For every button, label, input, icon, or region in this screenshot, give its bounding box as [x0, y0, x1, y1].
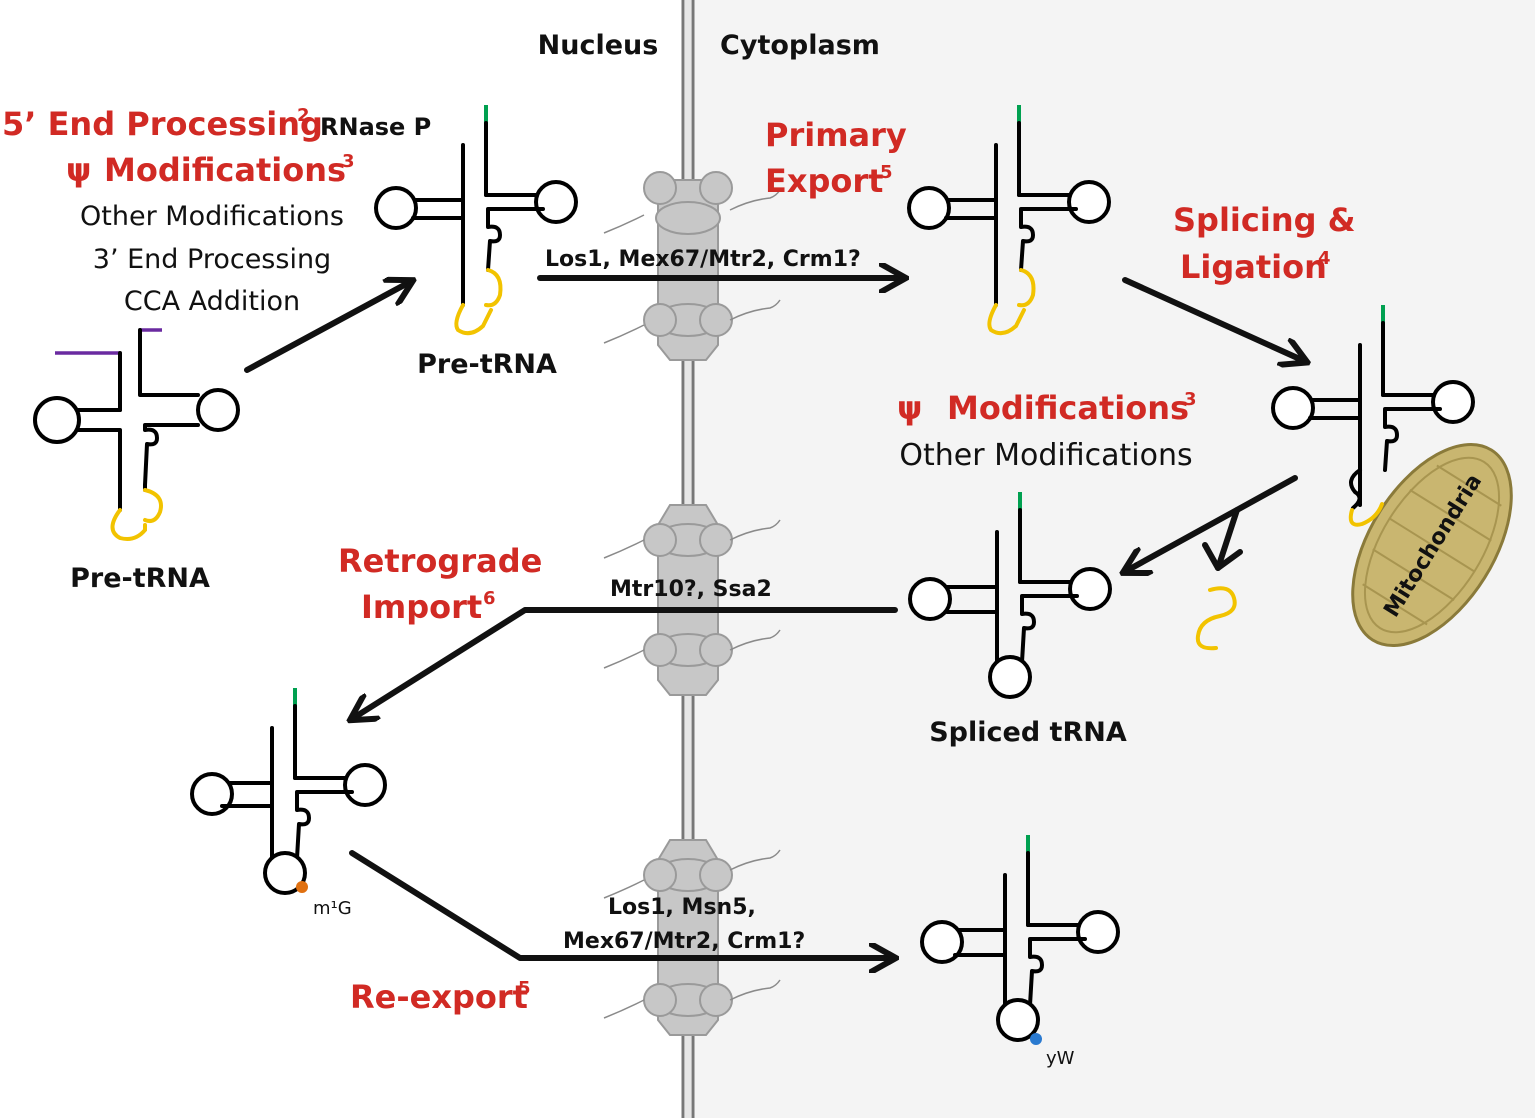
- retrograde-ref: 6: [483, 588, 496, 609]
- processing-arrow: [244, 283, 408, 373]
- to-spliced-arrow: [1128, 475, 1298, 570]
- nuclear-pore-complex-middle: [603, 504, 781, 696]
- end5-ref: 2: [297, 105, 310, 126]
- mitochondria: Mitochondria: [1351, 442, 1513, 648]
- primary-export-ref: 5: [880, 162, 893, 183]
- other-modifications-nuclear: Other Modifications: [80, 201, 344, 232]
- psi-modifications-nuclear: Modifications: [104, 151, 346, 189]
- reexport-factors-line1: Los1, Msn5,: [608, 895, 756, 920]
- splicing-line2: Ligation: [1180, 248, 1327, 286]
- end3-processing-label: 3’ End Processing: [93, 244, 331, 275]
- pre-trna-processed: [374, 105, 578, 336]
- psi-symbol-nuclear: ψ: [66, 151, 91, 189]
- psi-symbol-cyto: ψ: [897, 389, 922, 427]
- m1g-dot: [296, 881, 308, 893]
- nuclear-pore-complex-bottom: [603, 839, 781, 1036]
- nuclear-processing-steps: 5’ End Processing 2 RNase P ψ Modificati…: [2, 105, 431, 317]
- splicing-line1: Splicing &: [1173, 201, 1356, 239]
- m1g-label: m¹G: [313, 898, 352, 919]
- psi-modifications-cyto: Modifications: [947, 389, 1189, 427]
- intron-arrowhead: [1202, 542, 1243, 571]
- excised-intron: [1195, 586, 1237, 651]
- retrograde-import-arrow: [355, 607, 898, 717]
- mature-trna: [920, 835, 1120, 1045]
- spliced-trna-intermediate: [1271, 305, 1475, 527]
- psi-ref-cyto: 3: [1184, 389, 1197, 410]
- splicing-ref: 4: [1318, 248, 1331, 269]
- reexport-factors-line2: Mex67/Mtr2, Crm1?: [563, 929, 805, 954]
- psi-ref-nuclear: 3: [342, 151, 355, 172]
- cytoplasm-label: Cytoplasm: [720, 30, 880, 61]
- pre-trna-initial-label: Pre-tRNA: [70, 563, 210, 594]
- spliced-trna: [908, 492, 1112, 699]
- splicing-arrow: [1122, 277, 1302, 360]
- retrograde-factors: Mtr10?, Ssa2: [610, 577, 772, 602]
- end5-processing-label: 5’ End Processing: [2, 105, 323, 143]
- primary-export-line2: Export: [765, 162, 883, 200]
- imported-trna: [190, 688, 387, 895]
- retrograde-line1: Retrograde: [338, 542, 542, 580]
- pre-trna-processed-label: Pre-tRNA: [417, 349, 557, 380]
- pre-trna-initial: [33, 328, 240, 541]
- primary-export-factors: Los1, Mex67/Mtr2, Crm1?: [545, 247, 861, 272]
- nuclear-pore-complex-top: [603, 171, 781, 361]
- pre-trna-exported: [907, 105, 1111, 336]
- cca-addition-label: CCA Addition: [124, 286, 300, 317]
- spliced-trna-label: Spliced tRNA: [929, 717, 1127, 748]
- other-modifications-cyto: Other Modifications: [899, 438, 1192, 473]
- rnase-p-label: RNase P: [320, 113, 431, 141]
- yw-label: yW: [1046, 1048, 1075, 1069]
- nucleus-label: Nucleus: [538, 30, 659, 61]
- to-intron-arrow: [1215, 507, 1240, 571]
- reexport-arrow: [349, 850, 890, 958]
- yw-dot: [1030, 1033, 1042, 1045]
- primary-export-line1: Primary: [765, 116, 907, 154]
- retrograde-line2: Import: [361, 588, 482, 626]
- reexport-label: Re-export: [350, 978, 528, 1016]
- reexport-ref: 5: [518, 978, 531, 999]
